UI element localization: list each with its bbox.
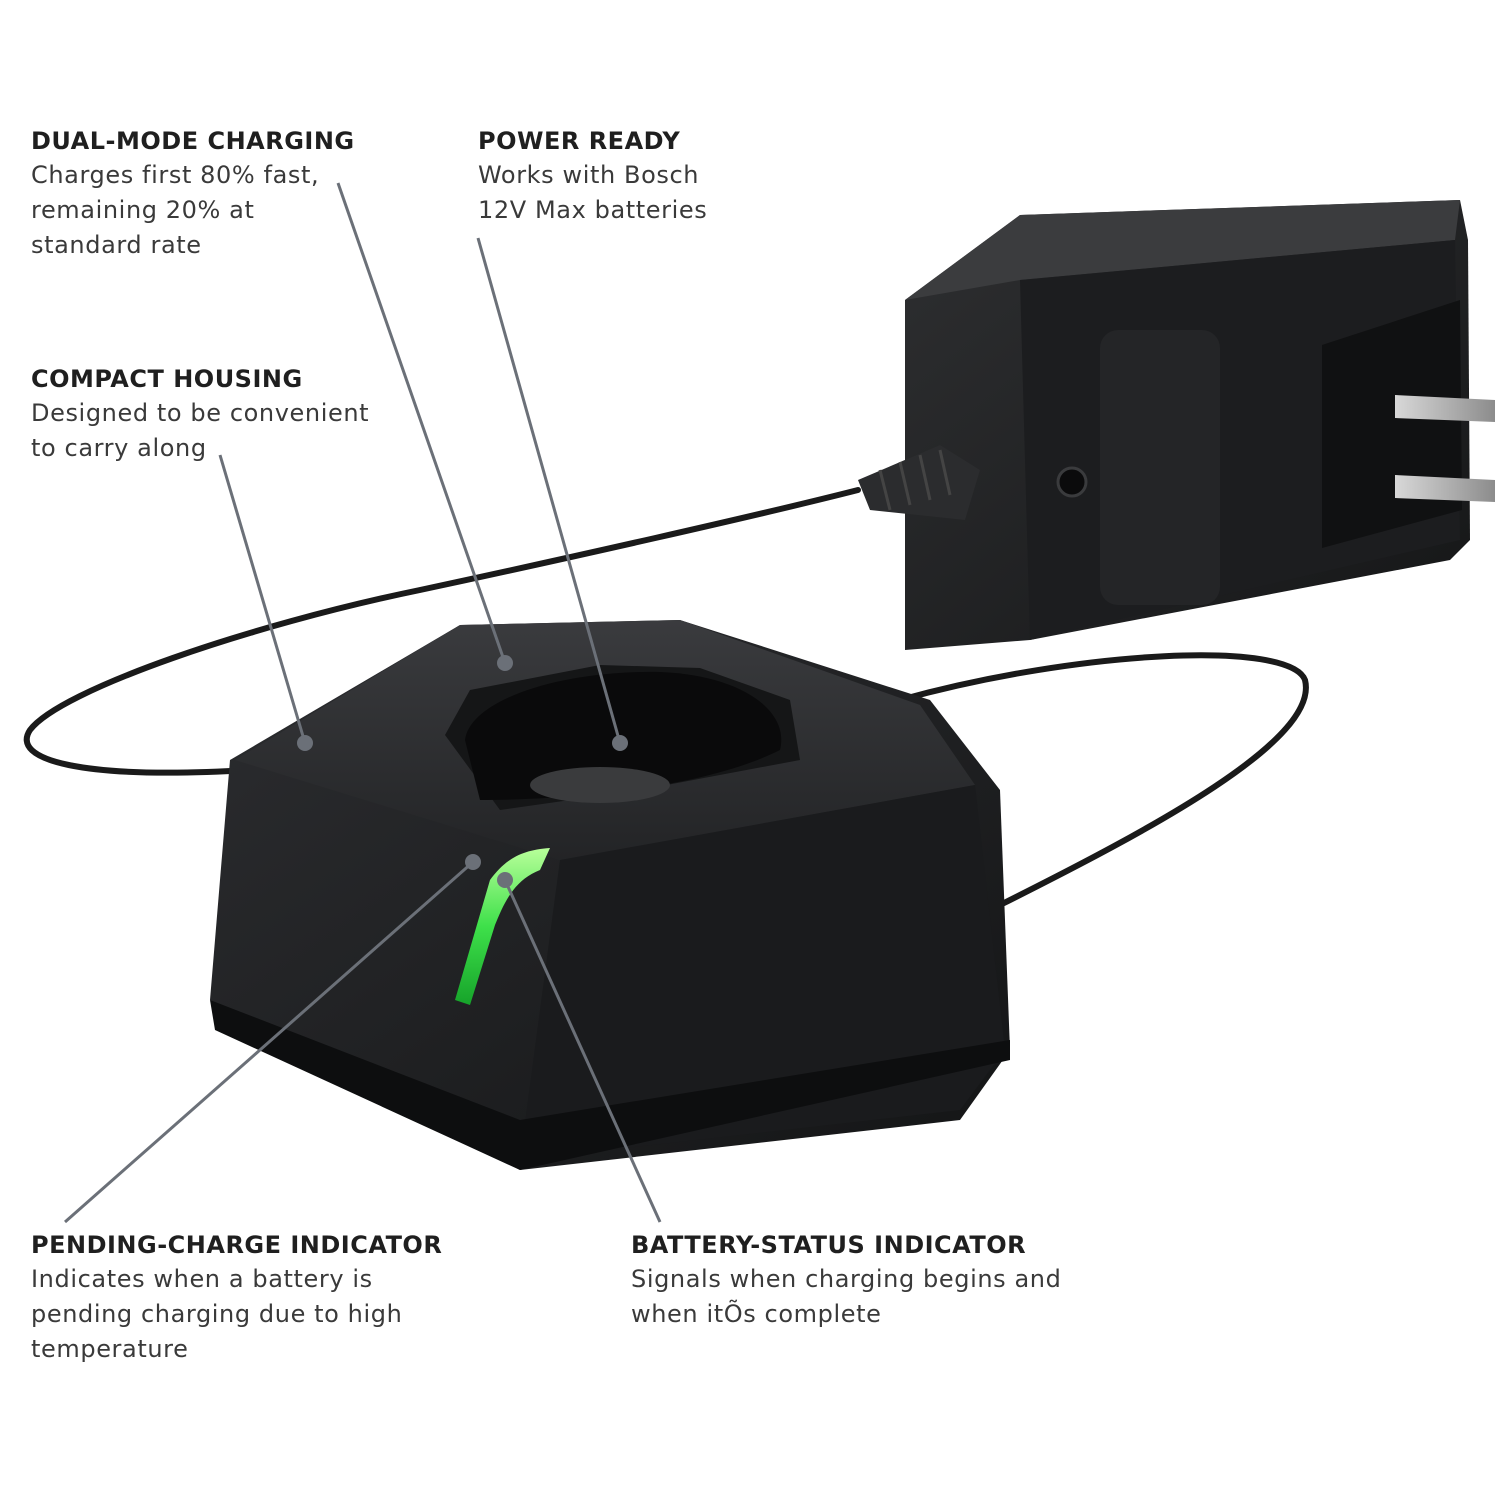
charger-base [210,620,1010,1170]
callout-description: Works with Bosch 12V Max batteries [478,161,708,224]
callout-battery-status-indicator: BATTERY-STATUS INDICATOR Signals when ch… [631,1228,1061,1332]
callout-description: Signals when charging begins and when it… [631,1265,1062,1328]
callout-pending-charge-indicator: PENDING-CHARGE INDICATOR Indicates when … [31,1228,442,1367]
callout-description: Designed to be convenient to carry along [31,399,370,462]
callout-compact-housing: COMPACT HOUSING Designed to be convenien… [31,362,369,466]
callout-title: COMPACT HOUSING [31,365,303,393]
leader-dots [297,655,628,888]
callout-title: PENDING-CHARGE INDICATOR [31,1231,443,1259]
status-led [455,848,550,1005]
callout-title: BATTERY-STATUS INDICATOR [631,1231,1027,1259]
callout-power-ready: POWER READY Works with Bosch 12V Max bat… [478,124,707,228]
callout-title: POWER READY [478,127,681,155]
callout-description: Indicates when a battery is pending char… [31,1265,403,1363]
leader-lines [64,182,662,1224]
power-cable [23,487,1309,908]
callout-description: Charges first 80% fast, remaining 20% at… [31,161,320,259]
callout-title: DUAL-MODE CHARGING [31,127,355,155]
callout-dual-mode-charging: DUAL-MODE CHARGING Charges first 80% fas… [31,124,355,263]
wall-adapter [858,200,1495,650]
